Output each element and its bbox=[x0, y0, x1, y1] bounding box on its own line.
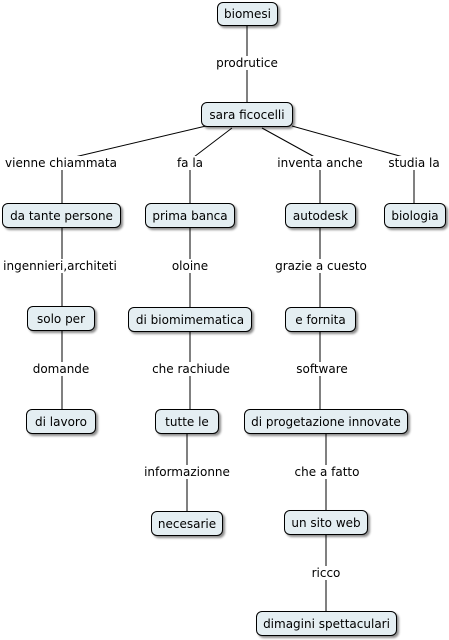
connector-line bbox=[189, 127, 233, 161]
link-ricco: ricco bbox=[309, 566, 343, 580]
concept-biomesi[interactable]: biomesi bbox=[217, 2, 278, 26]
concept-da-tante-persone[interactable]: da tante persone bbox=[2, 203, 121, 228]
link-vienne-chiammata: vienne chiammata bbox=[3, 156, 119, 170]
concept-solo-per[interactable]: solo per bbox=[27, 306, 95, 331]
concept-e-fornita[interactable]: e fornita bbox=[285, 307, 356, 332]
concept-autodesk[interactable]: autodesk bbox=[285, 203, 356, 228]
connector-line bbox=[261, 127, 321, 161]
connector-line bbox=[61, 125, 207, 161]
link-software: software bbox=[294, 362, 350, 376]
link-oloine: oloine bbox=[169, 259, 211, 273]
concept-di-biomimematica[interactable]: di biomimematica bbox=[128, 307, 252, 332]
connector-line bbox=[291, 125, 415, 161]
link-fa-la: fa la bbox=[174, 156, 206, 170]
link-studia-la: studia la bbox=[386, 156, 442, 170]
link-che-a-fatto: che a fatto bbox=[292, 465, 362, 479]
link-domande: domande bbox=[30, 362, 92, 376]
concept-tutte-le[interactable]: tutte le bbox=[155, 409, 219, 434]
link-informazionne: informazionne bbox=[142, 465, 232, 479]
concept-necesarie[interactable]: necesarie bbox=[151, 511, 223, 536]
link-prodrutice: prodrutice bbox=[214, 56, 280, 70]
concept-sara-ficocelli[interactable]: sara ficocelli bbox=[201, 102, 293, 127]
link-grazie-a-cuesto: grazie a cuesto bbox=[273, 259, 369, 273]
link-che-rachiude: che rachiude bbox=[150, 362, 232, 376]
concept-biologia[interactable]: biologia bbox=[384, 203, 446, 228]
link-ingennieri-architeti: ingennieri,architeti bbox=[1, 259, 119, 273]
link-inventa-anche: inventa anche bbox=[275, 156, 365, 170]
concept-un-sito-web[interactable]: un sito web bbox=[284, 510, 368, 535]
concept-prima-banca[interactable]: prima banca bbox=[145, 203, 235, 228]
concept-di-lavoro[interactable]: di lavoro bbox=[26, 409, 96, 434]
concept-dimagini-spettaculari[interactable]: dimagini spettaculari bbox=[256, 611, 397, 636]
concept-di-progetazione-innovate[interactable]: di progetazione innovate bbox=[244, 409, 408, 434]
